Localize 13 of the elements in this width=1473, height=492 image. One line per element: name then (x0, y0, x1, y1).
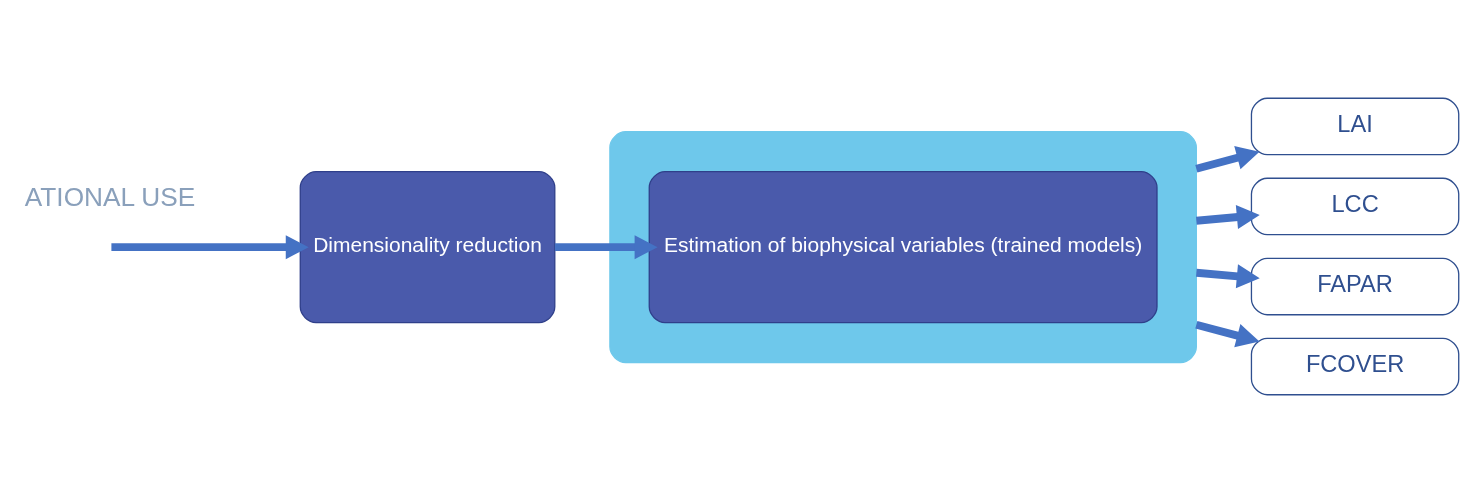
arrow (1195, 145, 1260, 173)
node-box: FAPAR (1250, 257, 1460, 315)
label: ATIONAL USE (24, 181, 196, 212)
node-box: Estimation of biophysical variables (trained models) (648, 170, 1158, 323)
node-box: LAI (1250, 97, 1460, 155)
node-box: LCC (1250, 177, 1460, 235)
arrow (1195, 320, 1260, 347)
node-box: FCOVER (1250, 337, 1460, 395)
arrow (1196, 204, 1260, 229)
arrow (1196, 263, 1260, 288)
node-box: Dimensionality reduction (299, 170, 556, 323)
arrow (554, 234, 658, 259)
cluster (609, 130, 1197, 363)
